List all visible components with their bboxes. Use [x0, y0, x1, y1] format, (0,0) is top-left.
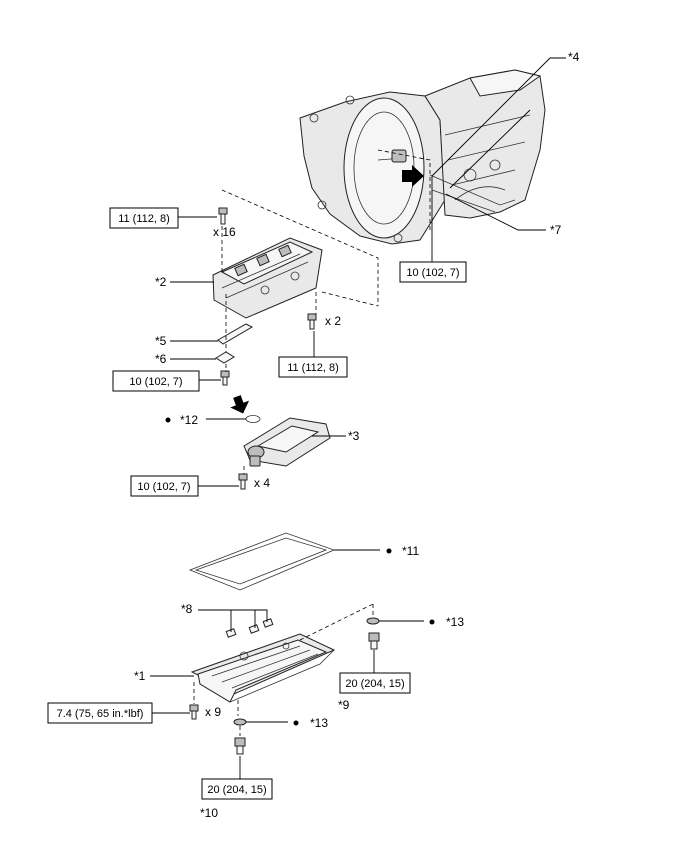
callout-5: *5 [155, 334, 167, 348]
oil-pan [190, 633, 336, 703]
qty-4: x 4 [254, 476, 270, 490]
qty-9: x 9 [205, 705, 221, 719]
callout-6: *6 [155, 352, 167, 366]
torque-mid: 11 (112, 8) [278, 356, 348, 378]
pan-gasket [188, 532, 336, 591]
drain-plug-right [368, 632, 380, 650]
o-ring [245, 415, 261, 423]
detent-spring [217, 323, 254, 345]
strainer-arrow-icon [230, 395, 250, 414]
callout-13-right: *13 [446, 615, 464, 629]
svg-text:10 (102, 7): 10 (102, 7) [129, 376, 182, 388]
svg-text:20 (204, 15): 20 (204, 15) [207, 784, 266, 796]
svg-text:10 (102, 7): 10 (102, 7) [137, 481, 190, 493]
direction-arrow-icon [402, 165, 424, 187]
magnets [225, 618, 274, 638]
transmission-assembly [299, 69, 546, 245]
svg-text:11 (112, 8): 11 (112, 8) [118, 213, 170, 225]
qty-2: x 2 [325, 314, 341, 328]
bullet-icon-12 [165, 417, 171, 423]
callout-4: *4 [568, 50, 580, 64]
torque-drain-right: 20 (204, 15) [339, 672, 411, 694]
callout-2: *2 [155, 275, 167, 289]
bolts-top-left [218, 207, 228, 225]
bullet-icon-11 [386, 548, 392, 554]
qty-16: x 16 [213, 225, 236, 239]
valve-body [212, 237, 323, 319]
bolts-strainer [238, 473, 248, 490]
callout-13-bottom: *13 [310, 716, 328, 730]
callout-3: *3 [348, 429, 360, 443]
drain-plug-bottom [234, 737, 246, 755]
svg-text:10 (102, 7): 10 (102, 7) [406, 267, 459, 279]
bolt-left-small [220, 370, 230, 386]
svg-text:11 (112, 8): 11 (112, 8) [287, 362, 339, 374]
bolts-pan [189, 704, 199, 720]
oil-strainer [243, 417, 331, 467]
torque-top-left: 11 (112, 8) [109, 207, 179, 229]
callout-7: *7 [550, 223, 562, 237]
callout-11: *11 [402, 544, 419, 558]
callout-8: *8 [181, 602, 193, 616]
callout-1: *1 [134, 669, 146, 683]
bolts-mid [307, 313, 317, 330]
torque-transmission: 10 (102, 7) [399, 261, 467, 283]
plate [215, 351, 235, 364]
callout-12: *12 [180, 413, 198, 427]
bullet-icon-13a [429, 619, 435, 625]
callout-9: *9 [338, 698, 350, 712]
torque-pan-bolts: 7.4 (75, 65 in.*lbf) [47, 702, 153, 724]
torque-left-small: 10 (102, 7) [112, 370, 200, 392]
torque-drain-bottom: 20 (204, 15) [201, 778, 273, 800]
gasket-bottom [233, 718, 247, 726]
torque-strainer: 10 (102, 7) [130, 475, 199, 497]
gasket-right [366, 617, 380, 625]
bullet-icon-13b [293, 720, 299, 726]
svg-text:20 (204, 15): 20 (204, 15) [345, 678, 404, 690]
svg-text:7.4 (75, 65 in.*lbf): 7.4 (75, 65 in.*lbf) [57, 708, 144, 720]
callout-10: *10 [200, 806, 218, 820]
